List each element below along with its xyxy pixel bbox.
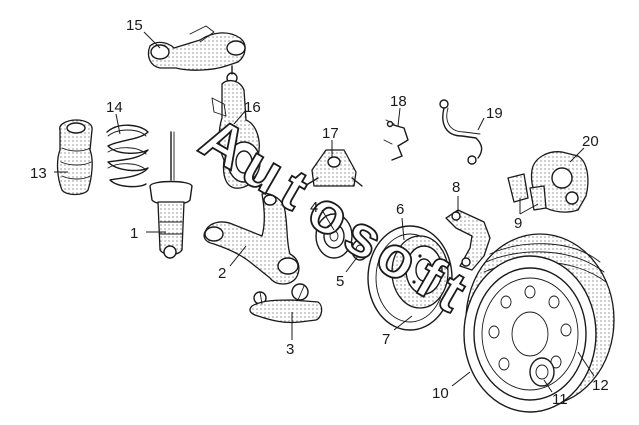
callout-18: 18 [390, 93, 407, 110]
part-15-upper-control-arm [147, 25, 246, 84]
part-5-seal-ring [351, 239, 369, 261]
callout-labels: 1 2 3 4 5 6 7 8 9 10 11 12 13 14 15 16 1… [30, 17, 609, 408]
callout-15: 15 [126, 17, 143, 34]
callout-16: 16 [244, 99, 261, 116]
part-1-shock-absorber [149, 131, 193, 259]
callout-4: 4 [310, 199, 318, 216]
part-6-wheel-hub [405, 245, 443, 295]
callout-11: 11 [552, 391, 568, 408]
callout-10: 10 [432, 385, 449, 402]
callout-2: 2 [218, 265, 226, 282]
leader-lines [54, 31, 595, 393]
part-8-caliper-bracket [445, 209, 491, 271]
callout-9: 9 [514, 215, 522, 232]
part-17-mount-bracket [307, 149, 363, 187]
callout-12: 12 [592, 377, 609, 394]
callout-7: 7 [382, 331, 390, 348]
callout-8: 8 [452, 179, 460, 196]
part-19-brake-hose [439, 99, 483, 165]
callout-14: 14 [106, 99, 123, 116]
callout-19: 19 [486, 105, 503, 122]
callout-5: 5 [336, 273, 344, 290]
part-18-brake-sensor [383, 119, 409, 161]
part-4-hub-bearing [315, 213, 353, 259]
part-3-ball-joint [249, 283, 323, 324]
part-14-coil-spring [106, 124, 149, 188]
callout-17: 17 [322, 125, 339, 142]
part-10-wheel-rim [463, 255, 597, 413]
part-9-brake-pads [507, 173, 547, 211]
part-16-steering-knuckle [211, 79, 261, 189]
callout-6: 6 [396, 201, 404, 218]
part-11-hub-cap [529, 357, 555, 387]
callout-1: 1 [130, 225, 138, 242]
callout-3: 3 [286, 341, 294, 358]
part-2-lower-control-arm [203, 192, 300, 285]
callout-20: 20 [582, 133, 599, 150]
part-13-bump-stop [56, 119, 93, 196]
callout-13: 13 [30, 165, 47, 182]
